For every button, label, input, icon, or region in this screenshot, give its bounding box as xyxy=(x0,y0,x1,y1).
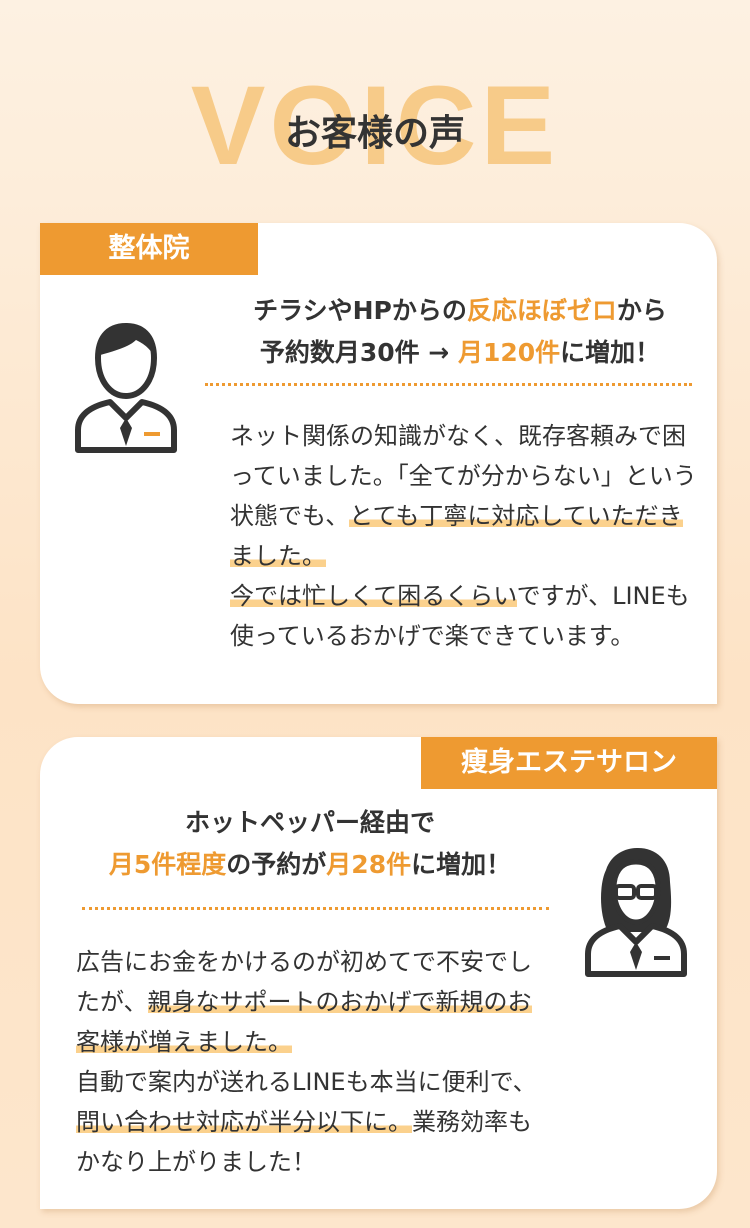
headline-text: に増加！ xyxy=(560,338,661,367)
headline-text: から xyxy=(616,296,667,325)
body-text: 広告にお金をかけるのが初めてで不安でしたが、 xyxy=(76,948,532,1016)
headline-text: の予約が xyxy=(226,850,327,879)
body-highlight: 問い合わせ対応が半分以下に。 xyxy=(76,1108,412,1136)
headline-highlight: 反応ほぼゼロ xyxy=(466,296,617,325)
headline-highlight: 月120件 xyxy=(457,338,561,367)
category-tag: 痩身エステサロン xyxy=(421,737,717,789)
testimonial-card-seitai: 整体院 チラシやHPからの反応ほぼゼロから 予約数月30件 → 月120件に増加… xyxy=(40,223,717,704)
dotted-divider xyxy=(82,907,549,910)
body-highlight: 今では忙しくて困るくらい xyxy=(230,582,517,610)
female-person-with-glasses-icon xyxy=(580,842,692,977)
body-text: 業務効率もかなり上がりました！ xyxy=(76,1108,532,1176)
body-text: 自動で案内が送れるLINEも本当に便利で、 xyxy=(76,1068,537,1096)
testimonial-body: 広告にお金をかけるのが初めてで不安でしたが、親身なサポートのおかげで新規のお客様… xyxy=(76,942,546,1182)
headline-text: 予約数月30件 → xyxy=(259,338,458,367)
headline-highlight: 月28件 xyxy=(326,850,412,879)
headline-text: チラシやHPからの xyxy=(253,296,467,325)
headline-text: に増加！ xyxy=(411,850,512,879)
headline-text: ホットペッパー経由で xyxy=(184,808,435,837)
section-title: お客様の声 xyxy=(284,113,465,154)
testimonial-body: ネット関係の知識がなく、既存客頼みで困っていました。「全てが分からない」という状… xyxy=(230,416,700,656)
category-tag: 整体院 xyxy=(40,223,258,275)
body-text: ですが、LINEも使っているおかげで楽できています。 xyxy=(230,582,690,650)
testimonial-headline: チラシやHPからの反応ほぼゼロから 予約数月30件 → 月120件に増加！ xyxy=(220,290,700,374)
testimonial-card-esthe: 痩身エステサロン ホットペッパー経由で 月5件程度の予約が月28件に増加！ 広告… xyxy=(40,737,717,1209)
voice-section-header: VOICE お客様の声 xyxy=(0,60,750,188)
headline-highlight: 月5件程度 xyxy=(108,850,227,879)
male-person-icon xyxy=(70,318,182,453)
body-text: ネット関係の知識がなく、既存客頼みで困っていました。「全てが分からない」という状… xyxy=(230,422,697,530)
section-background-word: VOICE xyxy=(190,63,560,188)
dotted-divider xyxy=(205,383,692,386)
testimonial-headline: ホットペッパー経由で 月5件程度の予約が月28件に増加！ xyxy=(70,802,550,886)
